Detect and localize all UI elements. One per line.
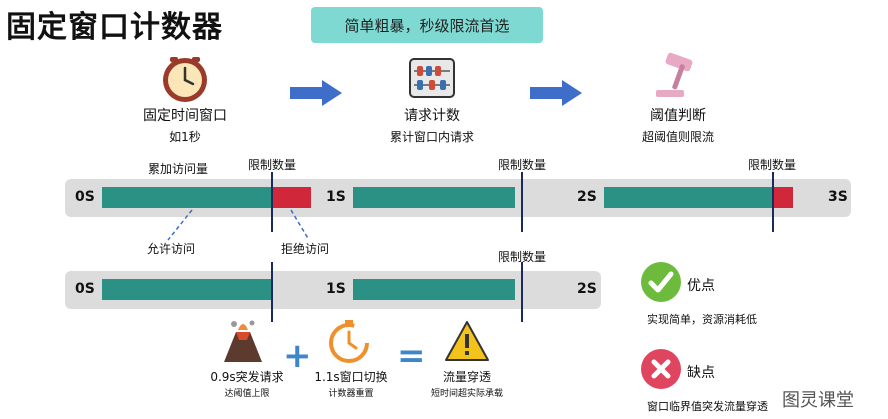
step-fixed-window-title: 固定时间窗口: [143, 108, 227, 124]
switch-sub: 计数器重置: [328, 389, 374, 399]
accumulate-label: 累加访问量: [148, 162, 209, 176]
close-icon: [640, 348, 682, 394]
step-request-count-sub: 累计窗口内请求: [389, 130, 474, 144]
limit-line: [271, 262, 273, 322]
tick-label: 2S: [577, 281, 597, 297]
burst-sub: 达阈值上限: [224, 389, 270, 399]
timer-icon: [326, 318, 372, 368]
abacus-icon: [409, 58, 455, 102]
pros-title: 优点: [687, 278, 715, 294]
check-icon: [640, 261, 682, 307]
summary-badge: 简单粗暴，秒级限流首选: [311, 7, 543, 43]
tick-label: 3S: [828, 189, 848, 205]
plus-sign: +: [283, 336, 312, 376]
arrow-right-icon: [530, 80, 582, 110]
limit-line: [521, 262, 523, 322]
cons-title: 缺点: [687, 365, 715, 381]
step-threshold-title: 阈值判断: [650, 108, 706, 124]
limit-label: 限制数量: [498, 250, 547, 264]
warning-icon: [444, 320, 490, 366]
tick-label: 1S: [326, 281, 346, 297]
limit-line: [271, 172, 273, 232]
cons-text: 窗口临界值突发流量穿透: [647, 400, 768, 413]
volcano-icon: [220, 318, 266, 368]
burst-title: 0.9s突发请求: [210, 370, 284, 384]
reject-label: 拒绝访问: [281, 242, 330, 256]
allowed-bar: [102, 279, 272, 300]
result-sub: 短时间超实际承载: [430, 389, 503, 399]
limit-label: 限制数量: [248, 158, 297, 172]
allowed-bar: [604, 187, 774, 208]
result-title: 流量穿透: [442, 370, 491, 384]
step-fixed-window-sub: 如1秒: [169, 130, 201, 144]
limit-label: 限制数量: [498, 158, 547, 172]
allowed-bar: [102, 187, 272, 208]
limit-line: [772, 172, 774, 232]
step-threshold-sub: 超阈值则限流: [641, 130, 714, 144]
equals-sign: =: [397, 336, 426, 376]
tick-label: 0S: [75, 189, 95, 205]
limit-label: 限制数量: [748, 158, 797, 172]
gavel-icon: [652, 52, 702, 104]
tick-label: 1S: [326, 189, 346, 205]
pros-text: 实现简单，资源消耗低: [647, 313, 757, 326]
page-title: 固定窗口计数器: [6, 10, 223, 45]
rejected-bar: [272, 187, 311, 208]
allowed-bar: [353, 279, 515, 300]
tick-label: 0S: [75, 281, 95, 297]
allow-label: 允许访问: [147, 242, 196, 256]
tick-label: 2S: [577, 189, 597, 205]
pointer-line: [287, 208, 317, 247]
switch-title: 1.1s窗口切换: [314, 370, 388, 384]
watermark: 图灵课堂: [782, 390, 854, 411]
clock-icon: [160, 54, 210, 108]
limit-line: [521, 172, 523, 232]
allowed-bar: [353, 187, 515, 208]
step-request-count-title: 请求计数: [404, 108, 460, 124]
arrow-right-icon: [290, 80, 342, 110]
rejected-bar: [774, 187, 793, 208]
